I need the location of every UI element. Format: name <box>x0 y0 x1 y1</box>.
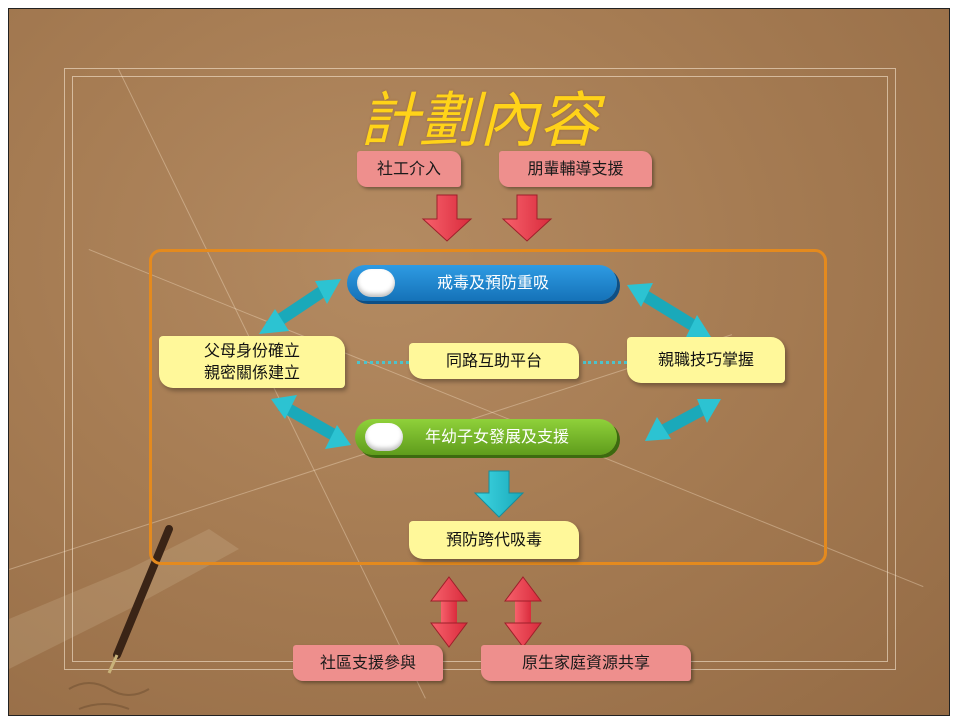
down-arrow-icon <box>473 470 525 518</box>
child-development-pill: 年幼子女發展及支援 <box>355 419 617 455</box>
toggle-knob-icon <box>365 423 403 451</box>
child-development-label: 年幼子女發展及支援 <box>425 427 570 446</box>
double-arrow-icon <box>259 279 341 334</box>
down-arrow-icon <box>421 194 473 242</box>
peer-support-tag: 朋輩輔導支援 <box>499 151 652 187</box>
detox-label: 戒毒及預防重吸 <box>437 273 550 292</box>
community-support-tag: 社區支援參與 <box>293 645 443 681</box>
toggle-knob-icon <box>357 269 395 297</box>
double-arrow-icon <box>645 399 721 441</box>
dotted-connector <box>583 361 627 364</box>
social-work-tag: 社工介入 <box>357 151 461 187</box>
parent-identity-note: 父母身份確立 親密關係建立 <box>159 336 345 388</box>
dotted-connector <box>357 361 409 364</box>
down-arrow-icon <box>501 194 553 242</box>
peer-mutual-aid-platform-note: 同路互助平台 <box>409 343 579 379</box>
parent-identity-line: 父母身份確立 <box>203 341 300 360</box>
double-vertical-arrow-icon <box>430 576 468 648</box>
family-resources-tag: 原生家庭資源共享 <box>481 645 691 681</box>
double-vertical-arrow-icon <box>504 576 542 648</box>
parenting-skills-note: 親職技巧掌握 <box>627 337 785 383</box>
program-frame <box>149 249 827 565</box>
double-arrow-icon <box>627 283 711 339</box>
page-title: 計劃內容 <box>359 86 599 156</box>
arrows-layer <box>259 194 721 648</box>
prevent-intergenerational-drug-use-note: 預防跨代吸毒 <box>409 521 579 559</box>
slide: 計劃內容 社工介入 朋輩輔導支援 <box>8 8 950 716</box>
double-arrow-icon <box>271 395 351 449</box>
intimate-relationship-line: 親密關係建立 <box>203 363 300 382</box>
outer-frame <box>64 68 896 670</box>
inner-frame <box>72 76 888 662</box>
detox-relapse-prevention-pill: 戒毒及預防重吸 <box>347 265 617 301</box>
